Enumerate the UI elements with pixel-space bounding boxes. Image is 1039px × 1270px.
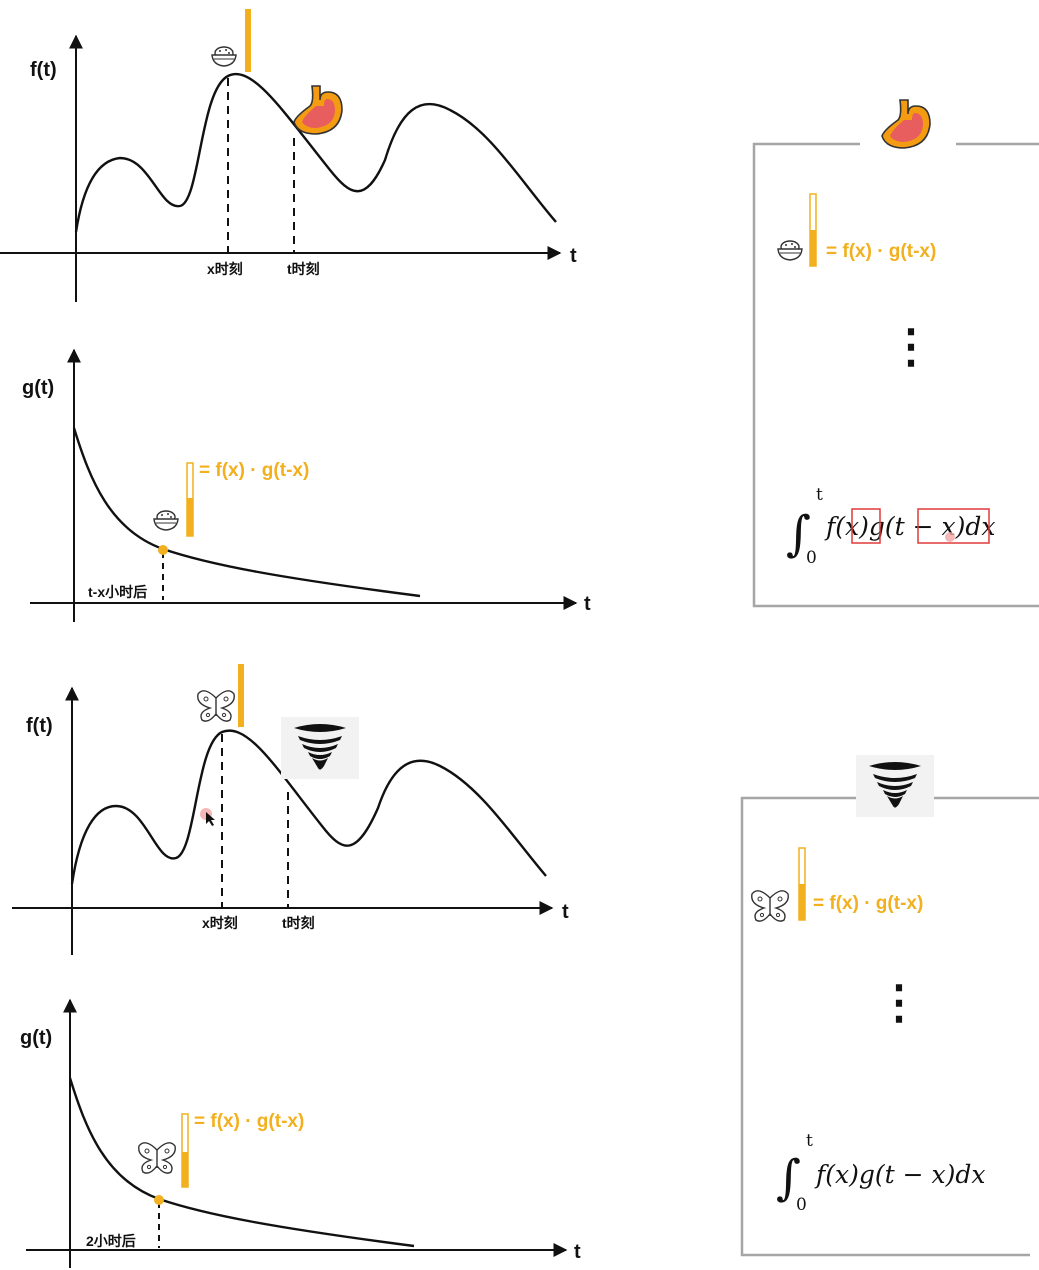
bottom-f-t-moment: t时刻 bbox=[282, 915, 315, 931]
bottom-g-label: g(t) bbox=[20, 1027, 52, 1049]
top-g-t-label: t bbox=[584, 593, 591, 615]
top-right-highlight-t-minus-x bbox=[917, 508, 990, 544]
bottom-right-integral-sign: ∫ bbox=[776, 1150, 801, 1206]
bottom-right-ellipsis: ⋮ bbox=[876, 975, 922, 1029]
top-right-level-bar-fill bbox=[810, 230, 816, 266]
bottom-f-graph: f(t) t x时刻 t时刻 bbox=[12, 664, 569, 955]
top-f-x-moment: x时刻 bbox=[207, 261, 243, 277]
top-g-curve bbox=[72, 427, 421, 598]
bottom-right-panel: = f(x) · g(t-x) ⋮ ∫ t 0 f(x)g(t − x)dx bbox=[740, 755, 1039, 1257]
butterfly-icon bbox=[138, 1142, 176, 1174]
bottom-f-curve bbox=[70, 729, 547, 885]
top-f-label: f(t) bbox=[30, 59, 57, 81]
bottom-right-integral-lower: 0 bbox=[796, 1195, 807, 1215]
top-f-curve bbox=[74, 73, 557, 233]
top-f-t-label: t bbox=[570, 245, 577, 267]
bottom-f-x-moment: x时刻 bbox=[202, 915, 238, 931]
cursor-icon bbox=[206, 812, 215, 826]
top-g-graph: g(t) t t-x小时后 = f(x) · g(t-x) bbox=[22, 348, 591, 622]
top-g-equation: = f(x) · g(t-x) bbox=[199, 460, 309, 481]
bottom-g-level-bar-fill bbox=[182, 1152, 188, 1187]
bottom-g-after-label: 2小时后 bbox=[86, 1233, 136, 1249]
bottom-right-integrand: f(x)g(t − x)dx bbox=[814, 1160, 985, 1189]
stomach-icon bbox=[293, 85, 343, 135]
bottom-right-equation: = f(x) · g(t-x) bbox=[813, 893, 923, 914]
bottom-right-integral-upper: t bbox=[806, 1131, 813, 1151]
top-right-integral-sign: ∫ bbox=[786, 506, 811, 562]
top-g-level-bar-fill bbox=[187, 498, 193, 536]
top-right-integral-upper: t bbox=[816, 485, 823, 505]
bottom-f-label: f(t) bbox=[26, 715, 53, 737]
bottom-g-equation: = f(x) · g(t-x) bbox=[194, 1111, 304, 1132]
top-right-integral-lower: 0 bbox=[806, 548, 817, 568]
top-f-graph: f(t) t x时刻 t时刻 bbox=[0, 9, 577, 302]
top-g-point bbox=[158, 545, 168, 555]
top-g-after-label: t-x小时后 bbox=[88, 584, 147, 600]
bottom-g-point bbox=[154, 1195, 164, 1205]
top-right-highlight-x bbox=[851, 508, 881, 544]
tornado-icon bbox=[856, 755, 934, 817]
top-right-integrand: f(x)g(t − x)dx bbox=[824, 512, 995, 541]
top-f-level-bar bbox=[245, 9, 251, 72]
bottom-f-level-bar bbox=[238, 664, 244, 727]
top-g-label: g(t) bbox=[22, 377, 54, 399]
top-right-equation: = f(x) · g(t-x) bbox=[826, 241, 936, 262]
bottom-g-t-label: t bbox=[574, 1241, 581, 1263]
rice-bowl-icon bbox=[153, 510, 179, 531]
rice-bowl-icon bbox=[777, 240, 803, 261]
rice-bowl-icon bbox=[211, 46, 237, 67]
top-right-ellipsis: ⋮ bbox=[888, 319, 934, 373]
bottom-g-curve bbox=[68, 1077, 415, 1248]
bottom-right-level-bar-fill bbox=[799, 884, 805, 920]
tornado-icon bbox=[281, 717, 359, 779]
top-right-panel: = f(x) · g(t-x) ⋮ ∫ t 0 f(x)g(t − x)dx bbox=[752, 99, 1039, 608]
bottom-g-graph: g(t) t 2小时后 = f(x) · g(t-x) bbox=[20, 998, 581, 1268]
butterfly-icon bbox=[197, 690, 235, 722]
bottom-f-t-label: t bbox=[562, 901, 569, 923]
butterfly-icon bbox=[751, 890, 789, 922]
cursor-highlight bbox=[945, 532, 955, 542]
top-f-t-moment: t时刻 bbox=[287, 261, 320, 277]
